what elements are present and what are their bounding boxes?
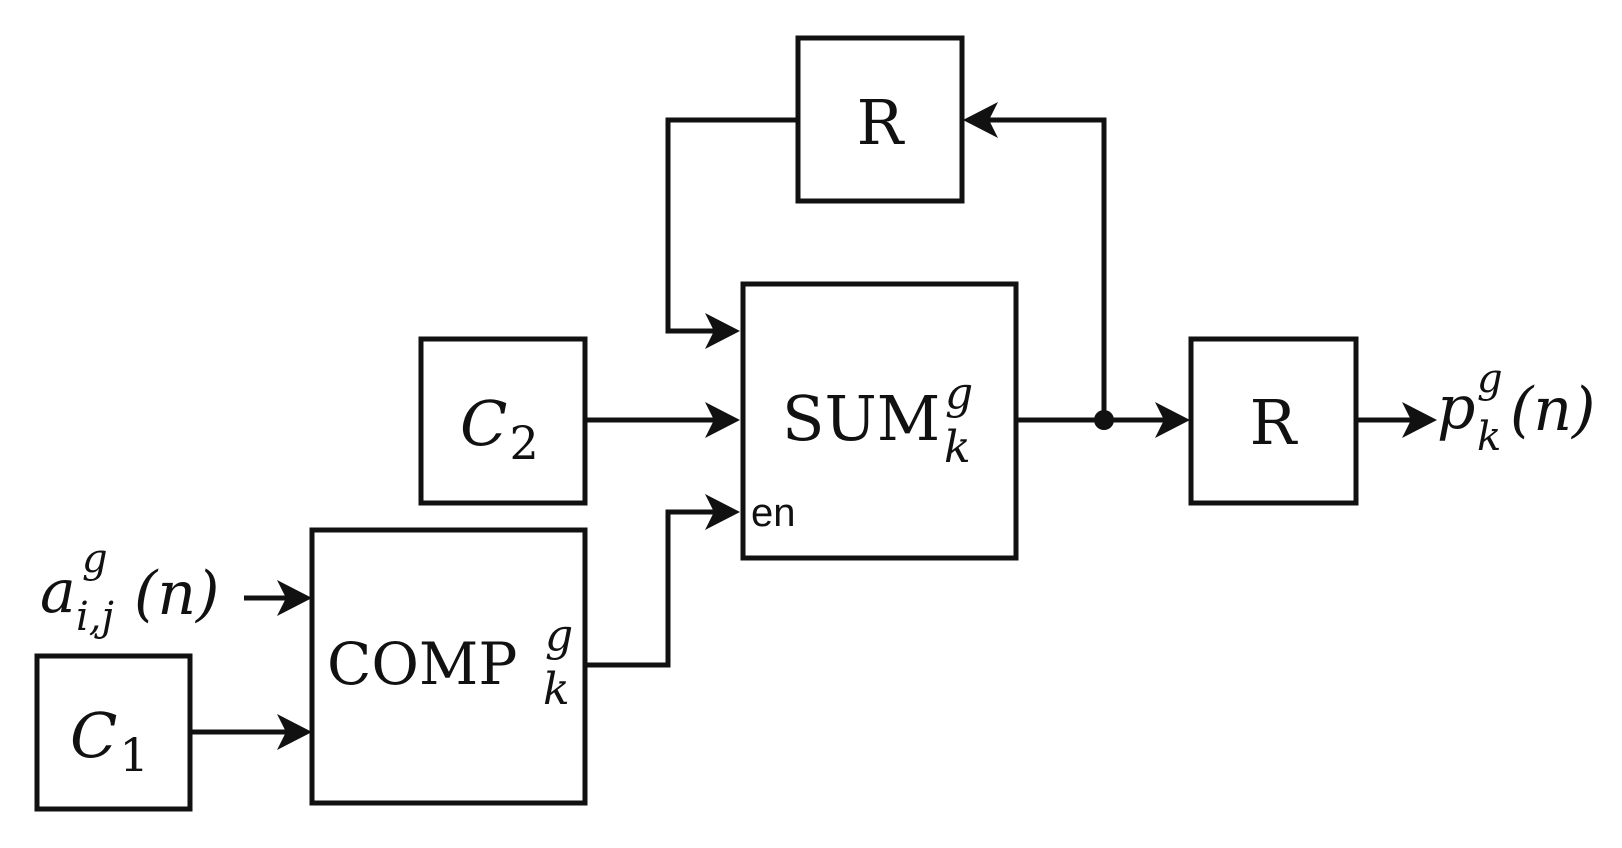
arrowhead-c1-comp [277,714,312,750]
sum-block [740,281,1019,561]
sum-subscript: k [944,422,971,473]
comp-subscript: k [543,664,570,715]
const2-block [418,336,588,506]
comp-label: COMP [327,630,517,698]
sum-name: SUM [782,382,940,455]
arrowhead-c2-sum [705,402,740,438]
output-signal-base: p [1437,373,1475,443]
register-top-block [795,35,965,204]
sum-enable-label: en [751,491,796,535]
output-signal-subscript: k [1477,414,1501,460]
const1-name: C [70,699,117,772]
input-signal-base: a [40,557,76,627]
arrowhead-feedback-sum [705,313,740,349]
const1-block [34,653,193,812]
wire-feedback-to-sum [665,117,796,334]
junction-dot [1094,410,1114,430]
comp-superscript: g [545,610,573,661]
arrowhead-sum-outreg [1155,402,1190,438]
const1-subscript: 1 [119,728,148,782]
comp-name: COMP [327,630,517,698]
register-top-label: R [857,86,906,159]
arrowhead-output [1402,402,1437,438]
output-signal-argument: (n) [1510,375,1595,445]
input-signal-argument: (n) [134,559,219,629]
const2-subscript: 2 [509,416,538,470]
output-signal-superscript: g [1477,356,1503,402]
const2-label: C2 [460,387,539,470]
comp-block [309,527,588,806]
const1-label: C1 [70,699,149,782]
arrowhead-comp-sum [705,494,740,530]
arrowhead-input-comp [277,580,312,616]
const2-name: C [460,387,507,460]
register-out-block [1188,336,1359,506]
sum-superscript: g [945,368,973,419]
wire-comp-to-sum-enable [583,509,715,668]
input-signal-superscript: g [82,536,108,582]
register-out-label: R [1250,386,1299,459]
sum-label: SUM [782,382,940,455]
wire-junction-to-top-register [988,117,1107,420]
arrowhead-junction-topreg [963,102,998,138]
input-signal-subscript: i,j [76,594,114,640]
